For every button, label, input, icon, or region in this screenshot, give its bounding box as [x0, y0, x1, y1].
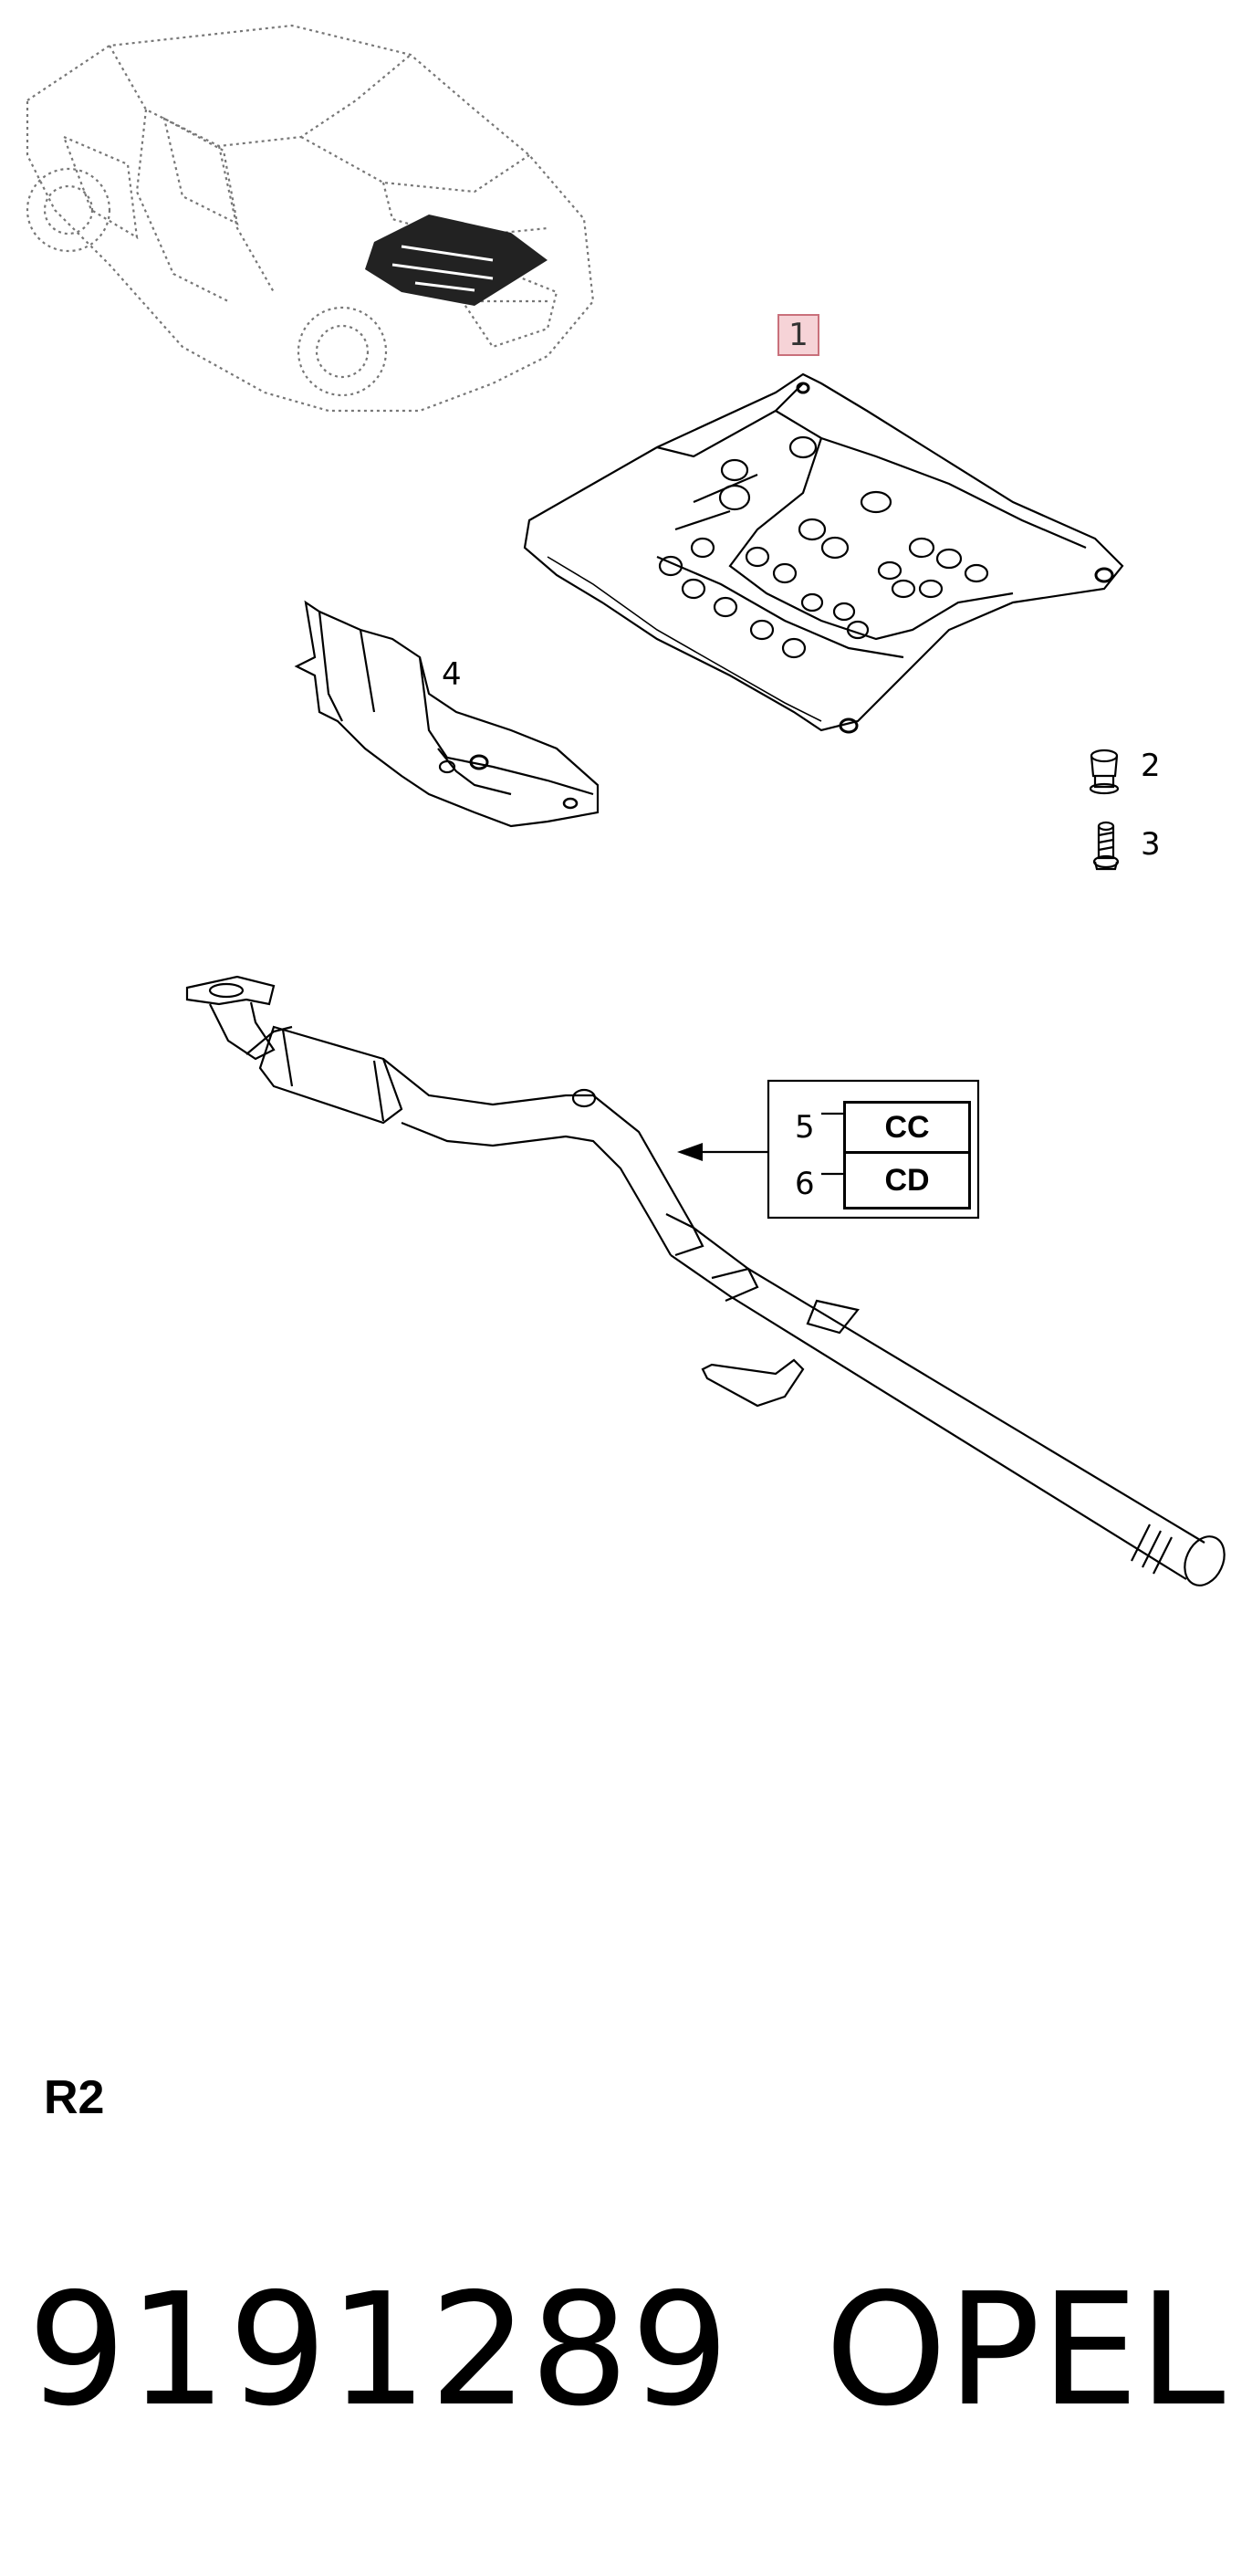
bolt-icon: [1092, 821, 1120, 871]
car-outline-icon: [26, 24, 595, 413]
brand-label: OPEL: [825, 2260, 1226, 2441]
callout-2: 2: [1141, 748, 1161, 784]
car-shield-highlight: [365, 215, 548, 306]
callout-5: 5: [795, 1109, 815, 1146]
section-code: R2: [44, 2071, 105, 2124]
underbody-shield-icon: [523, 372, 1124, 734]
variant-code-cd: CD: [843, 1154, 971, 1209]
screw-icon: [1089, 749, 1120, 795]
callout-3: 3: [1141, 826, 1161, 863]
part-number: 9191289: [27, 2260, 732, 2441]
arrow-icon: [677, 1143, 703, 1161]
callout-4: 4: [442, 656, 462, 693]
callout-1: 1: [777, 314, 819, 356]
variant-code-cc: CC: [843, 1101, 971, 1154]
heat-shield-icon: [294, 600, 600, 828]
callout-6: 6: [795, 1166, 815, 1202]
exhaust-pipe-icon: [185, 975, 1226, 1586]
leader-lines: [703, 1079, 980, 1220]
